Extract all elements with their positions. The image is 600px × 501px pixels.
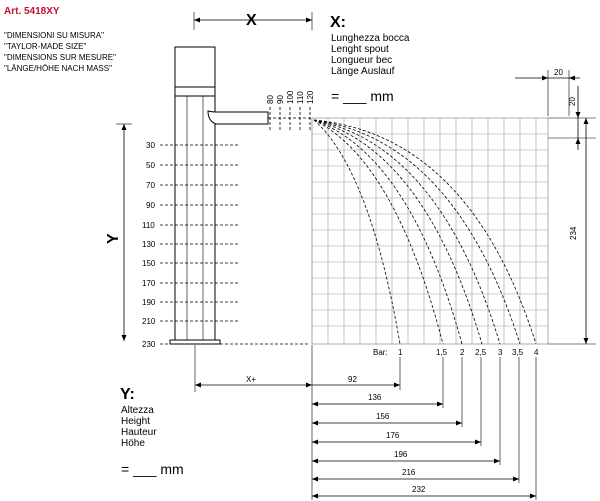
article-title: Art. 5418XY xyxy=(4,6,60,17)
reach-92: 92 xyxy=(348,375,357,384)
spray-curve-2-5bar xyxy=(313,119,483,345)
x-legend-line-it: Lunghezza bocca xyxy=(331,33,410,44)
bar-2: 2 xyxy=(460,348,465,357)
bar-3-5: 3,5 xyxy=(512,348,524,357)
spout-length-90: 90 xyxy=(276,95,285,104)
x-legend: X: Lunghezza bocca Lenght spout Longueur… xyxy=(330,14,410,104)
y-label: Y xyxy=(105,233,122,244)
x-legend-line-fr: Longueur bec xyxy=(331,55,392,66)
tap-base-plate xyxy=(169,339,221,345)
height-150: 150 xyxy=(142,259,156,268)
dim-20-vertical: 20 xyxy=(568,97,577,106)
reach-156: 156 xyxy=(376,412,390,421)
x-dimension: X xyxy=(193,12,313,30)
y-legend-line-en: Height xyxy=(121,416,150,427)
height-70: 70 xyxy=(146,181,155,190)
custom-note-it: "DIMENSIONI SU MISURA" xyxy=(4,31,104,40)
spray-curves xyxy=(313,119,537,345)
pressure-bar-labels: Bar: 1 1,5 2 2,5 3 3,5 4 xyxy=(373,348,539,357)
dim-234: 234 xyxy=(569,226,578,240)
height-110: 110 xyxy=(142,221,155,230)
dim-20-horizontal: 20 xyxy=(554,68,563,77)
y-legend-line-fr: Hauteur xyxy=(121,427,157,438)
custom-size-notes: "DIMENSIONI SU MISURA" "TAYLOR-MADE SIZE… xyxy=(4,31,116,73)
spout-length-120: 120 xyxy=(306,90,315,104)
custom-note-de: "LÄNGE/HÖHE NACH MASS" xyxy=(4,64,112,73)
height-230: 230 xyxy=(142,340,156,349)
reach-216: 216 xyxy=(402,468,416,477)
spout-length-options: 80 90 100 110 120 xyxy=(266,90,315,130)
bar-2-5: 2,5 xyxy=(475,348,487,357)
spout-length-110: 110 xyxy=(296,91,305,104)
tap-body-drawing xyxy=(169,46,312,345)
height-190: 190 xyxy=(142,298,156,307)
height-170: 170 xyxy=(142,279,156,288)
bar-1: 1 xyxy=(398,348,403,357)
height-210: 210 xyxy=(142,317,156,326)
x-legend-formula: = ___ mm xyxy=(331,88,394,104)
y-legend-formula: = ___ mm xyxy=(121,461,184,477)
tap-spout xyxy=(207,110,269,125)
x-label: X xyxy=(246,12,257,29)
spray-curve-3bar xyxy=(313,119,501,345)
height-30: 30 xyxy=(146,141,155,150)
height-130: 130 xyxy=(142,240,156,249)
spray-grid xyxy=(311,117,549,345)
bar-1-5: 1,5 xyxy=(436,348,448,357)
bar-3: 3 xyxy=(498,348,503,357)
y-legend-line-de: Höhe xyxy=(121,438,145,449)
tap-handle xyxy=(174,46,216,88)
x-legend-line-de: Länge Auslauf xyxy=(331,66,395,77)
spray-curve-1-5bar xyxy=(313,119,444,345)
spout-length-80: 80 xyxy=(266,95,275,104)
custom-note-fr: "DIMENSIONS SUR MESURE" xyxy=(4,53,116,62)
y-legend: Y: Altezza Height Hauteur Höhe = ___ mm xyxy=(120,386,184,477)
reach-dimensions: X+ 92 136 156 176 196 216 232 xyxy=(194,345,537,500)
grid-size-dimensions: 20 20 234 xyxy=(515,68,596,345)
height-50: 50 xyxy=(146,161,155,170)
reach-232: 232 xyxy=(412,485,426,494)
reach-196: 196 xyxy=(394,450,408,459)
height-scale: 30 50 70 90 110 130 150 170 190 210 230 xyxy=(142,141,310,349)
height-90: 90 xyxy=(146,201,155,210)
spray-curve-1bar xyxy=(313,119,401,345)
spray-curve-2bar xyxy=(313,119,463,345)
spout-length-100: 100 xyxy=(286,90,295,104)
y-legend-heading: Y: xyxy=(120,386,135,403)
reach-136: 136 xyxy=(368,393,382,402)
spray-curve-3-5bar xyxy=(313,119,521,345)
x-legend-heading: X: xyxy=(330,14,346,31)
x-plus-label: X+ xyxy=(246,375,256,384)
custom-note-en: "TAYLOR-MADE SIZE" xyxy=(4,42,86,51)
reach-176: 176 xyxy=(386,431,400,440)
tap-column xyxy=(174,95,216,342)
bar-label: Bar: xyxy=(373,348,388,357)
x-legend-line-en: Lenght spout xyxy=(331,44,389,55)
y-dimension: Y xyxy=(105,123,132,341)
bar-4: 4 xyxy=(534,348,539,357)
y-legend-line-it: Altezza xyxy=(121,405,154,416)
spray-curve-4bar xyxy=(313,119,537,345)
